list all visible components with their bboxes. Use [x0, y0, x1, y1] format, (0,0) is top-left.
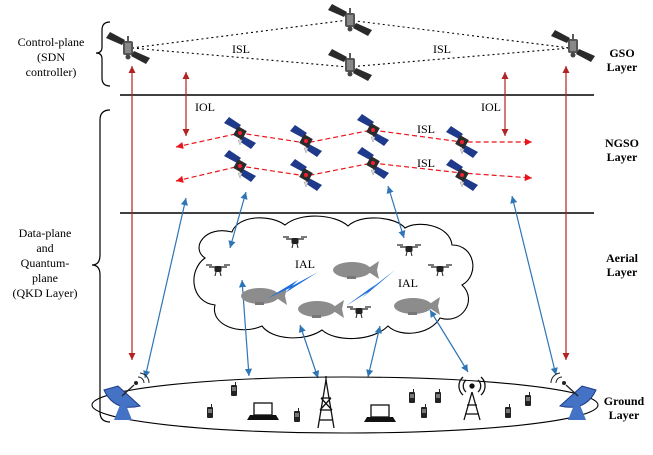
ground-layer-label: Ground Layer — [598, 394, 650, 422]
data-plane-line: Data-plane — [18, 226, 72, 240]
gso-satellite-left — [105, 31, 151, 65]
control-plane-brace — [95, 21, 111, 87]
aerial-layer-label: Aerial Layer — [597, 251, 647, 279]
data-plane-brace — [91, 109, 111, 423]
phone-icon — [420, 403, 428, 419]
aerial-cloud — [193, 215, 474, 340]
control-plane-line: (SDN — [36, 50, 65, 64]
ngso-satellite — [445, 158, 479, 192]
control-plane-label: Control-plane (SDN controller) — [8, 35, 94, 80]
gso-layer-label: GSO Layer — [597, 46, 647, 74]
cell-tower-icon — [458, 376, 486, 421]
isl-label-gso-right: ISL — [433, 42, 451, 56]
data-plane-label: Data-plane and Quantum- plane (QKD Layer… — [2, 226, 88, 301]
control-plane-line: Control-plane — [17, 35, 85, 49]
ground-station-right — [550, 372, 597, 420]
ial-link-left — [268, 272, 318, 298]
layer-word: Layer — [606, 265, 638, 279]
data-plane-line: (QKD Layer) — [12, 286, 78, 300]
layer-word: Layer — [606, 60, 638, 74]
data-plane-line: plane — [32, 271, 58, 285]
layer-name: Aerial — [606, 251, 638, 265]
ground-station-left — [103, 372, 150, 420]
isl-label-gso-left: ISL — [232, 42, 250, 56]
phone-icon — [434, 388, 442, 404]
layer-name: GSO — [609, 46, 635, 60]
cell-tower-icon — [317, 376, 335, 429]
ngso-layer-label: NGSO Layer — [597, 136, 647, 164]
data-plane-line: Quantum- — [20, 256, 70, 270]
iol-label-right: IOL — [481, 100, 501, 114]
ngso-satellite — [356, 113, 390, 147]
layer-name: NGSO — [604, 136, 639, 150]
laptop-icon — [247, 402, 279, 420]
layer-word: Layer — [606, 150, 638, 164]
ial-label-left: IAL — [295, 257, 315, 271]
gso-satellite-middle — [327, 48, 373, 82]
ial-label-right: IAL — [398, 276, 418, 290]
ngso-satellite — [445, 125, 479, 159]
iol-label-left: IOL — [195, 100, 215, 114]
isl-label-ngso-bottom: ISL — [417, 156, 435, 170]
phone-icon — [504, 403, 512, 419]
isl-label-ngso-top: ISL — [417, 122, 435, 136]
ngso-isl-link-top — [175, 129, 532, 149]
phone-icon — [524, 391, 532, 407]
phone-icon — [230, 381, 238, 397]
layer-name: Ground — [603, 394, 645, 408]
phone-icon — [206, 403, 214, 419]
gso-isl-links — [131, 19, 571, 68]
ground-ellipse — [91, 376, 599, 434]
ngso-satellite — [289, 158, 323, 192]
gso-satellite-top — [327, 3, 373, 37]
ngso-satellite — [223, 116, 257, 150]
data-plane-line: and — [36, 241, 54, 255]
ngso-isl-link-bottom — [175, 162, 533, 183]
laptop-icon — [364, 404, 396, 422]
phone-icon — [408, 388, 416, 404]
control-plane-line: controller) — [25, 65, 77, 79]
layer-word: Layer — [608, 408, 640, 422]
phone-icon — [293, 407, 301, 423]
ngso-satellite — [223, 149, 257, 183]
ngso-satellite — [356, 146, 390, 180]
